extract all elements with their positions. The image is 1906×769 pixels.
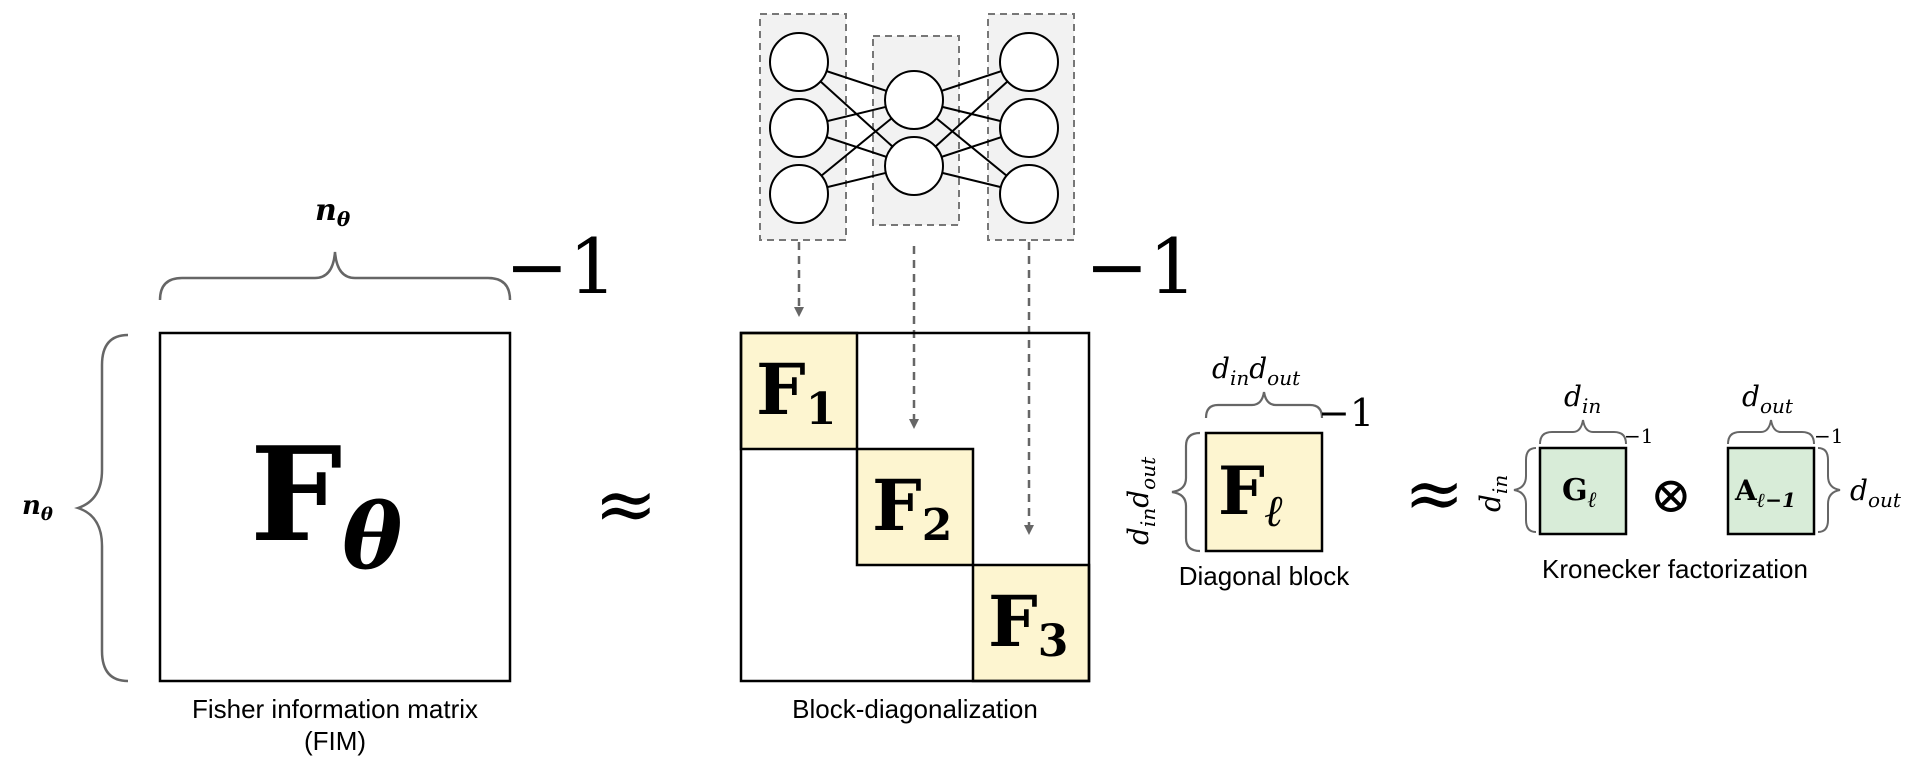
a-inverse-label: −1 xyxy=(1814,424,1843,448)
kronecker-caption: Kronecker factorization xyxy=(1542,554,1808,584)
approx-symbol-2: ≈ xyxy=(1404,451,1464,535)
layer-box-hidden xyxy=(872,35,960,226)
diag-block-top-dim-label: dindout xyxy=(1212,352,1301,390)
fim-matrix-box xyxy=(158,331,512,683)
svg-text:dindout: dindout xyxy=(1122,456,1160,545)
neuron-input-3 xyxy=(769,164,829,224)
fim-top-brace xyxy=(158,251,512,301)
diag-block-left-dim-label: dindout xyxy=(1122,456,1160,545)
block-matrix-box xyxy=(739,331,1091,683)
diag-block-inverse-label: −1 xyxy=(1318,391,1374,435)
block-1 xyxy=(739,331,859,451)
block-diag-inverse-label: −1 xyxy=(1085,222,1197,311)
g-left-brace xyxy=(1513,447,1537,533)
fim-caption-line1: Fisher information matrix xyxy=(192,694,478,724)
diag-block-box xyxy=(1204,431,1324,553)
diagonal-block-group: dindout −1 dindout Fℓ Diagonal block xyxy=(1122,352,1374,591)
block-3 xyxy=(971,563,1091,683)
fim-caption-line2: (FIM) xyxy=(304,726,366,756)
a-right-brace xyxy=(1817,447,1841,533)
diag-block-top-brace xyxy=(1204,391,1324,419)
diag-block-symbol: Fℓ xyxy=(1218,452,1284,537)
a-right-dim-label: dout xyxy=(1850,474,1902,512)
g-inverse-label: −1 xyxy=(1624,424,1653,448)
g-left-dim-label: din xyxy=(1474,475,1512,512)
a-top-dim-label: dout xyxy=(1742,380,1794,418)
neuron-output-2 xyxy=(999,98,1059,158)
neuron-input-2 xyxy=(769,98,829,158)
neuron-hidden-1 xyxy=(884,70,944,130)
svg-text:din: din xyxy=(1474,475,1512,512)
block-diag-caption: Block-diagonalization xyxy=(792,694,1038,724)
kronecker-group: din −1 din Gℓ ⊗ dout −1 dout Aℓ−1 Kr xyxy=(1474,380,1902,584)
block-diagonal-group: F1 F2 F3 −1 Block-diagonalization xyxy=(739,222,1197,724)
a-factor-box xyxy=(1726,446,1816,536)
diag-block-left-brace xyxy=(1171,431,1201,553)
block-2 xyxy=(855,447,975,567)
a-factor-symbol: Aℓ−1 xyxy=(1734,474,1796,512)
approx-symbol-1: ≈ xyxy=(594,459,658,548)
fim-left-dim-label: nθ xyxy=(22,491,53,525)
neuron-output-3 xyxy=(999,164,1059,224)
g-factor-symbol: Gℓ xyxy=(1562,473,1597,513)
fim-symbol: Fθ xyxy=(250,418,402,590)
block-1-symbol: F1 xyxy=(756,348,836,435)
neuron-output-1 xyxy=(999,32,1059,92)
diag-block-caption: Diagonal block xyxy=(1179,561,1351,591)
fim-inverse-label: −1 xyxy=(505,222,617,311)
neuron-hidden-2 xyxy=(884,136,944,196)
fim-group: nθ nθ Fθ −1 Fisher information matrix (F… xyxy=(22,193,617,756)
neural-network xyxy=(759,13,1075,535)
a-top-brace xyxy=(1727,419,1815,445)
g-factor-box xyxy=(1538,446,1628,536)
block-3-symbol: F3 xyxy=(988,580,1068,667)
block-2-symbol: F2 xyxy=(872,464,952,551)
kronecker-operator: ⊗ xyxy=(1650,466,1692,524)
neuron-input-1 xyxy=(769,32,829,92)
g-top-dim-label: din xyxy=(1564,380,1601,418)
fim-top-dim-label: nθ xyxy=(315,193,351,231)
g-top-brace xyxy=(1539,419,1627,445)
fim-left-brace xyxy=(74,333,129,683)
